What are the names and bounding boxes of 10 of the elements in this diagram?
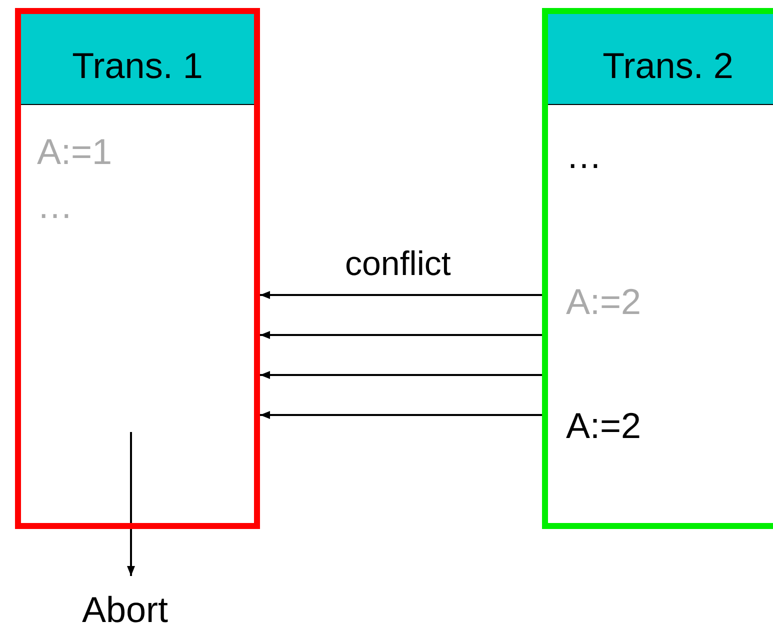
outcome-label: Abort — [82, 590, 168, 630]
statement-text: A:=1 — [37, 132, 112, 172]
header-title: Trans. 2 — [602, 46, 734, 86]
transaction-box — [15, 8, 260, 529]
ellipsis-text: … — [566, 136, 602, 176]
statement-text: A:=2 — [566, 282, 642, 322]
transaction-box — [542, 8, 773, 529]
statement-text: A:=2 — [566, 406, 642, 446]
header-title: Trans. 1 — [72, 46, 203, 86]
ellipsis-text: … — [37, 186, 73, 226]
